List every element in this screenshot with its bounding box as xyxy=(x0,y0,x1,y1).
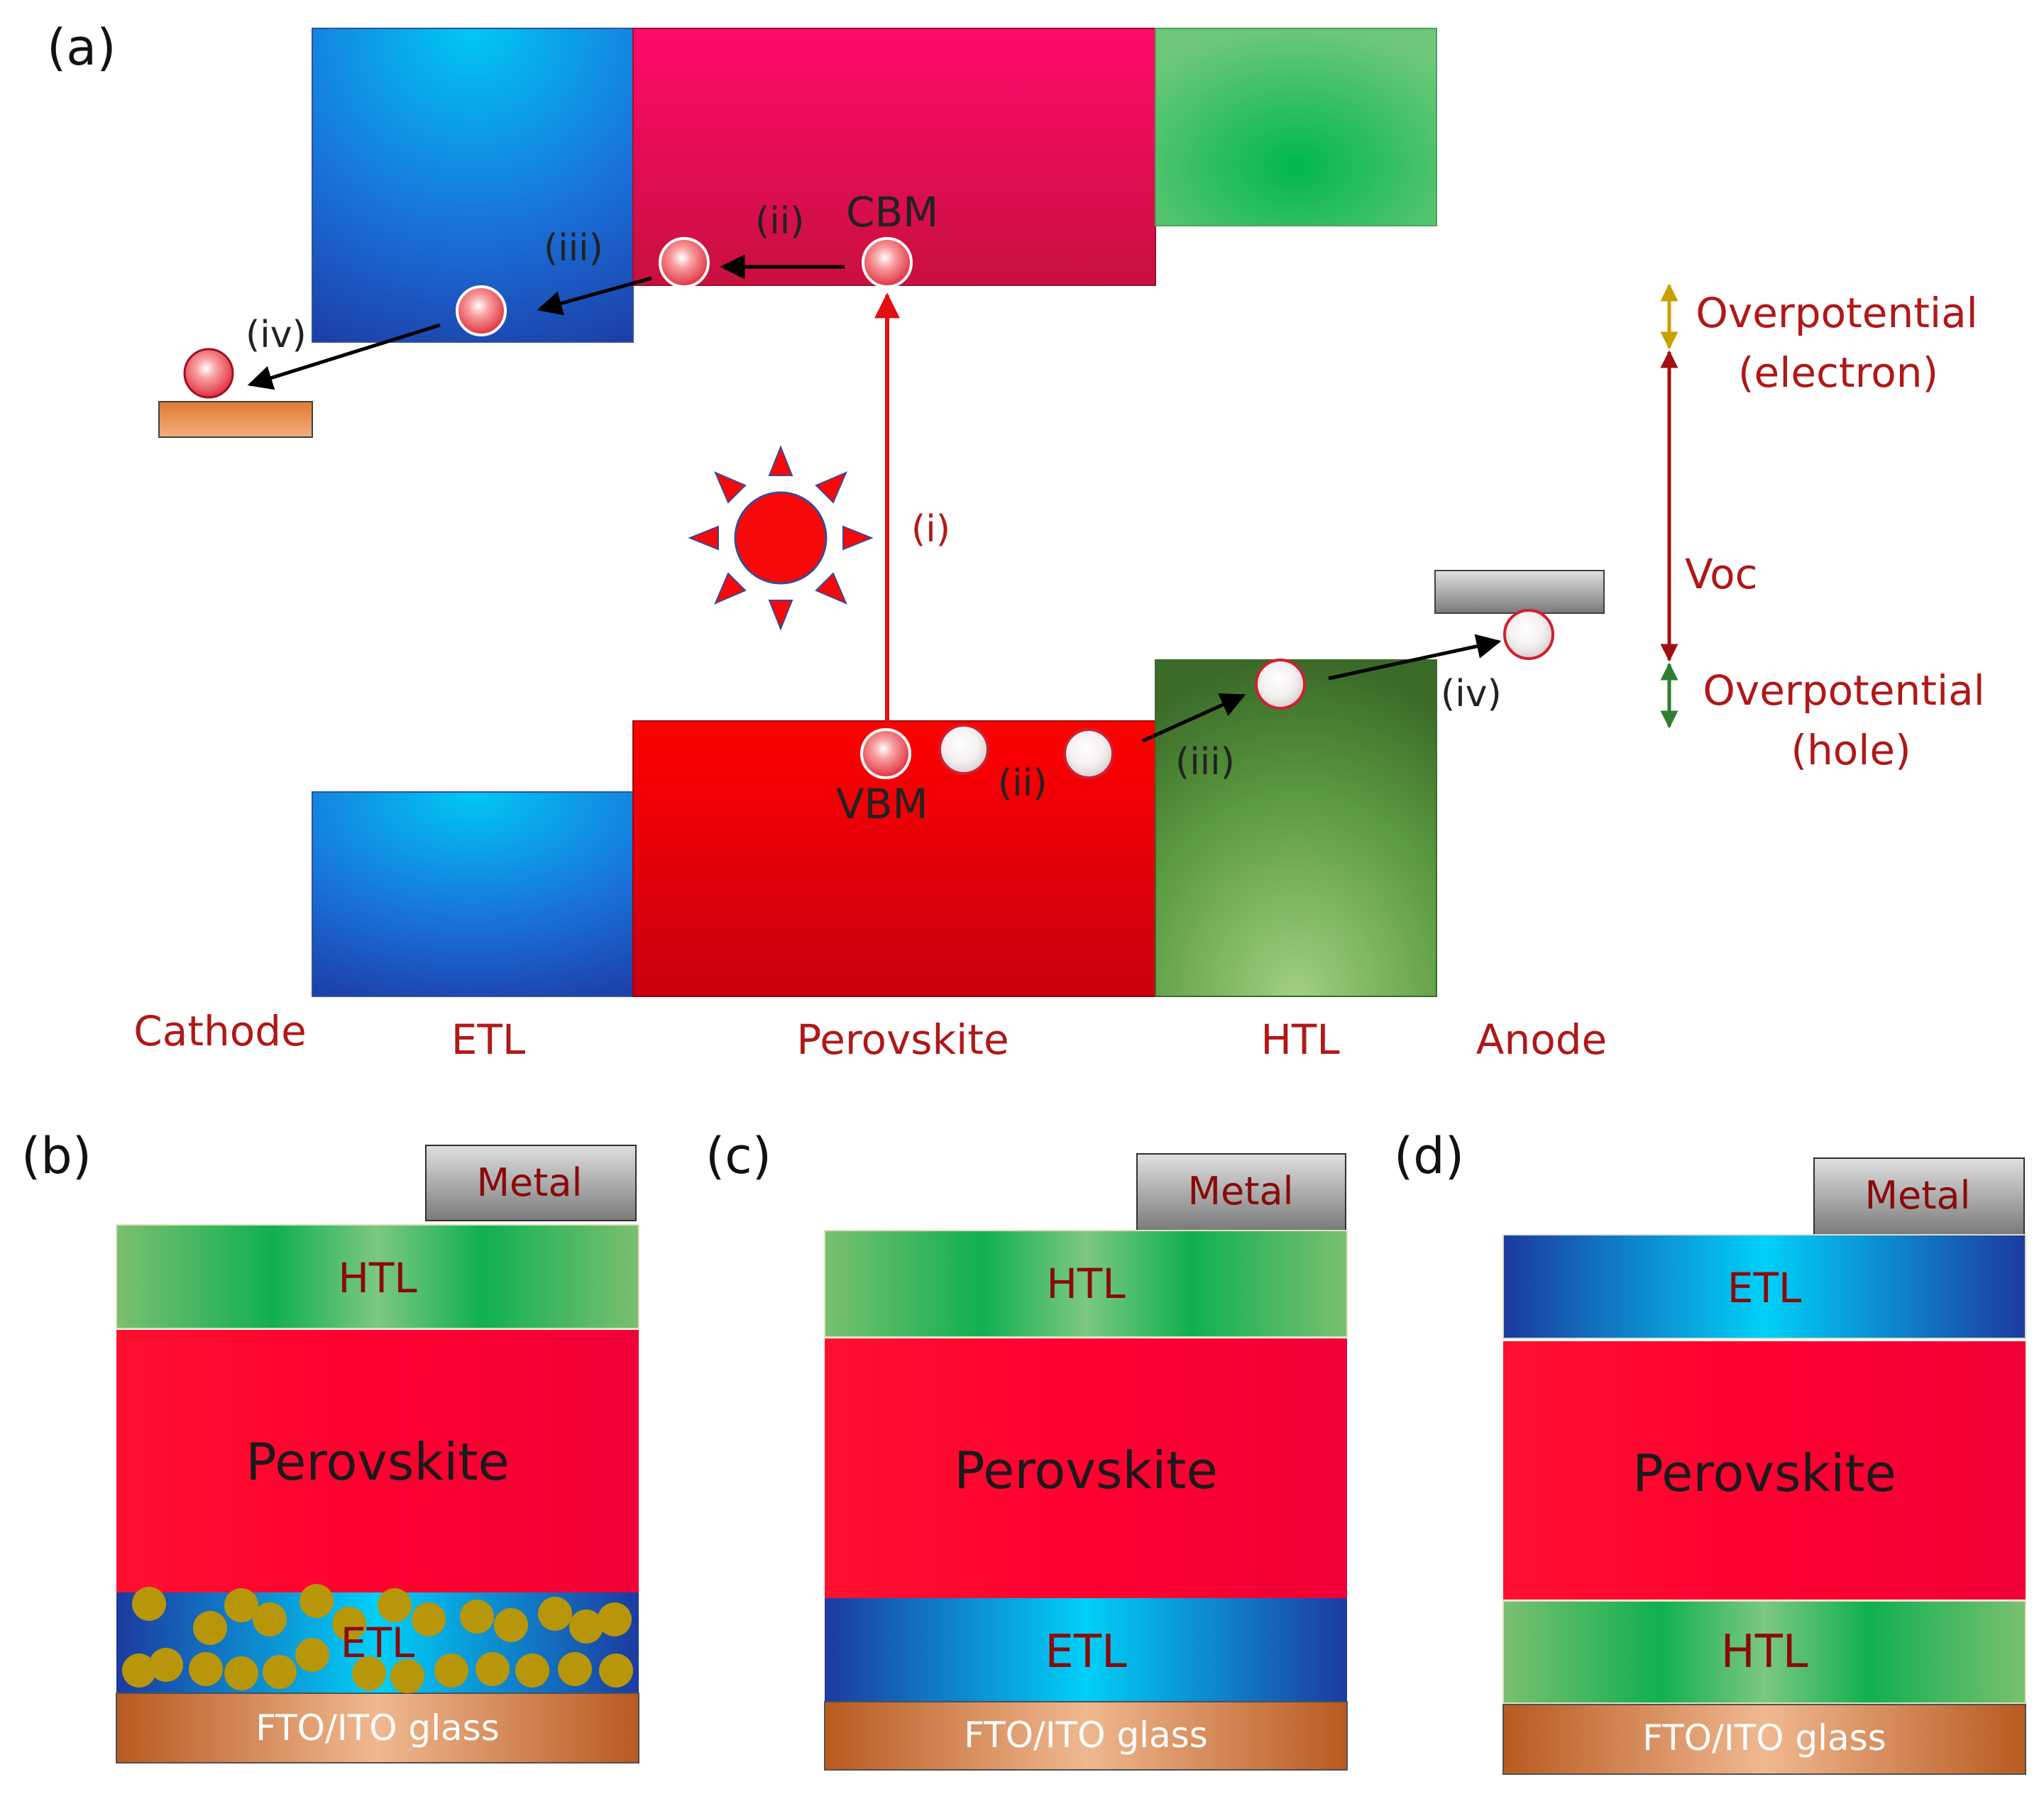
stack-c-htl xyxy=(824,1230,1348,1338)
electron-cathode xyxy=(183,348,234,399)
stack-d-etl-label: ETL xyxy=(1727,1264,1802,1312)
anode-bar xyxy=(1434,570,1605,614)
etl-valence-block xyxy=(312,791,634,997)
voc-label: Voc xyxy=(1685,550,1758,598)
stack-d-htl xyxy=(1502,1600,2026,1704)
layer-label-htl: HTL xyxy=(1260,1016,1340,1064)
step-iv-electron-label: (iv) xyxy=(246,314,307,356)
stack-d-metal-label: Metal xyxy=(1864,1173,1971,1218)
hole-anode xyxy=(1503,609,1554,660)
panel-label-a: (a) xyxy=(47,18,116,77)
stack-d-perovskite xyxy=(1503,1341,2026,1600)
electron-cbm xyxy=(862,237,913,288)
panel-label-b: (b) xyxy=(21,1127,92,1185)
hole-htl xyxy=(1255,659,1306,710)
stack-c-etl-label: ETL xyxy=(1045,1626,1127,1678)
step-iv-hole-label: (iv) xyxy=(1441,673,1502,715)
panel-label-d: (d) xyxy=(1394,1127,1465,1185)
layer-label-anode: Anode xyxy=(1476,1016,1608,1064)
htl-top-block xyxy=(1155,28,1437,226)
nanoparticles xyxy=(122,1584,633,1693)
overpotential-electron-line2: (electron) xyxy=(1737,348,1939,397)
hole-vbm-2 xyxy=(1063,728,1114,779)
stack-d-fto-label: FTO/ITO glass xyxy=(1642,1717,1886,1759)
electron-perovskite-edge xyxy=(659,237,710,288)
stack-c-fto-label: FTO/ITO glass xyxy=(964,1715,1208,1756)
hole-vbm-1 xyxy=(938,724,989,775)
stack-d-htl-label: HTL xyxy=(1720,1626,1808,1678)
overpotential-hole-line2: (hole) xyxy=(1791,726,1911,774)
stack-b xyxy=(116,1145,639,1763)
step-i-label: (i) xyxy=(911,508,951,551)
stack-c-perovskite-label: Perovskite xyxy=(954,1441,1218,1500)
stack-b-perovskite-label: Perovskite xyxy=(246,1432,510,1492)
stack-c-etl xyxy=(825,1598,1347,1702)
htl-valence-block xyxy=(1155,659,1437,997)
stack-b-metal-label: Metal xyxy=(476,1160,583,1205)
stack-c-htl-label: HTL xyxy=(1046,1260,1126,1308)
layer-label-etl: ETL xyxy=(451,1016,526,1064)
arrow-iv-electron xyxy=(247,323,441,390)
stack-d-perovskite-label: Perovskite xyxy=(1632,1443,1896,1503)
stack-c-metal-label: Metal xyxy=(1187,1169,1294,1214)
panel-label-c: (c) xyxy=(705,1127,772,1185)
stack-c-fto xyxy=(824,1701,1348,1771)
arrow-iii-electron xyxy=(537,276,652,316)
layer-label-perovskite: Perovskite xyxy=(796,1016,1009,1064)
step-ii-hole-label: (ii) xyxy=(998,762,1048,805)
arrow-iii-hole xyxy=(1141,693,1246,743)
arrow-iv-hole xyxy=(1328,634,1502,681)
overpotential-hole-line1: Overpotential xyxy=(1703,666,1985,715)
electron-vbm xyxy=(860,728,911,779)
stack-b-htl-label: HTL xyxy=(338,1254,417,1302)
band-diagram xyxy=(158,28,1678,997)
step-ii-electron-label: (ii) xyxy=(755,200,805,243)
stack-c-metal xyxy=(1136,1153,1346,1231)
stack-b-htl xyxy=(116,1224,639,1329)
stack-d-metal xyxy=(1813,1157,2025,1236)
layer-label-cathode: Cathode xyxy=(133,1007,307,1055)
stack-c xyxy=(824,1153,1348,1771)
stack-b-etl-label: ETL xyxy=(340,1619,415,1667)
stack-d xyxy=(1502,1157,2026,1775)
vbm-label: VBM xyxy=(836,780,928,828)
stack-c-perovskite xyxy=(825,1338,1347,1598)
cathode-bar xyxy=(158,401,313,438)
overpotential-electron-line1: Overpotential xyxy=(1696,289,1978,337)
stack-b-metal xyxy=(425,1145,637,1221)
sun-icon xyxy=(688,445,874,631)
stack-d-fto xyxy=(1502,1704,2026,1775)
electron-etl xyxy=(456,285,507,336)
stack-b-perovskite xyxy=(116,1330,639,1592)
step-iii-electron-label: (iii) xyxy=(544,227,603,270)
stack-b-fto xyxy=(116,1693,639,1763)
cbm-label: CBM xyxy=(846,188,939,236)
step-iii-hole-label: (iii) xyxy=(1175,741,1235,783)
stack-d-etl xyxy=(1502,1234,2026,1339)
stack-b-fto-label: FTO/ITO glass xyxy=(256,1707,500,1749)
